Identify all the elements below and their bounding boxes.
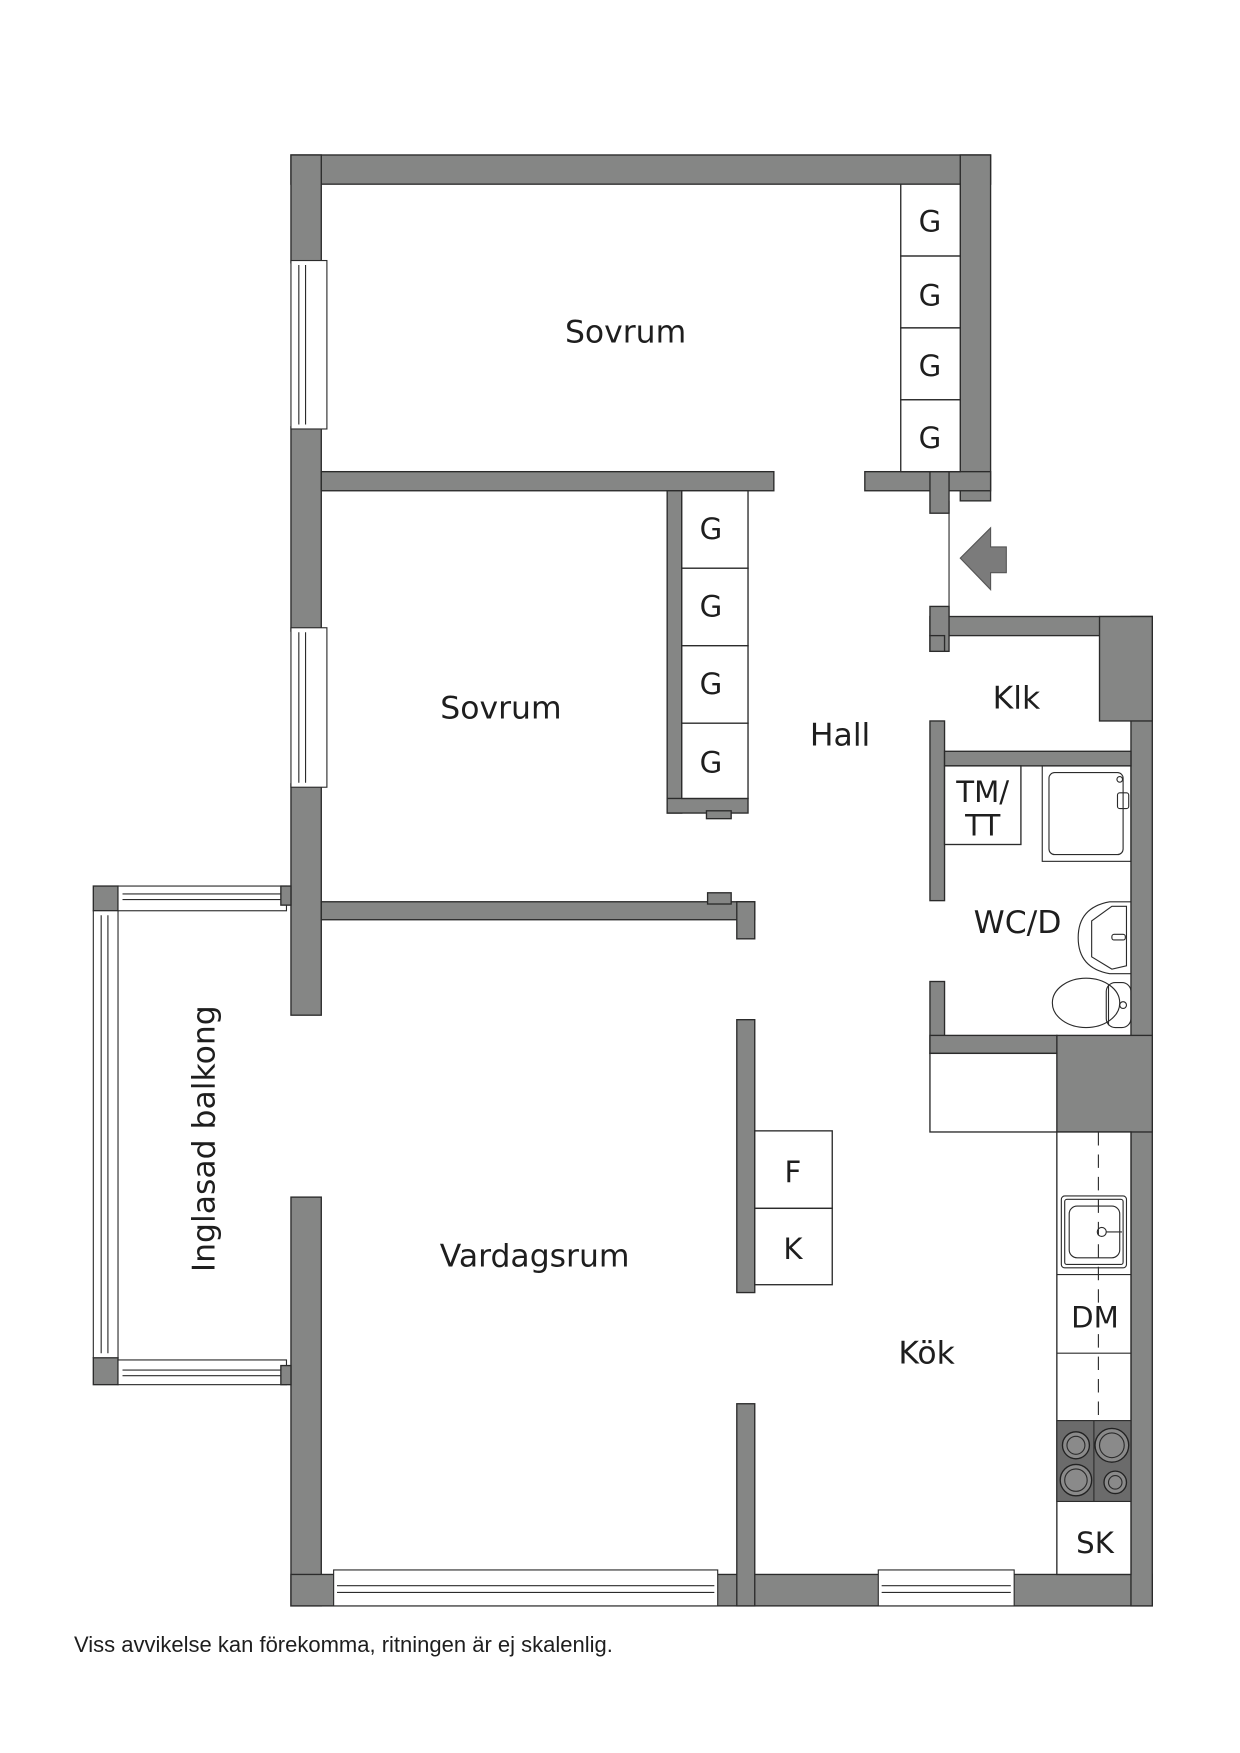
glazed-balcony: [92, 885, 292, 1386]
appliance-label-freezer: K: [783, 1232, 803, 1266]
closet-label: G: [919, 204, 942, 238]
closet-group-sovrum-1: G G G G: [900, 183, 961, 473]
kitchen: [754, 1052, 1132, 1576]
closet-label: G: [919, 278, 942, 312]
bathroom-fixtures: [943, 765, 1132, 1029]
closet-label: G: [700, 746, 723, 780]
room-label-hall: Hall: [810, 718, 870, 754]
shower-icon: [1041, 765, 1132, 862]
closet-label: G: [700, 512, 723, 546]
entrance-arrow-icon: [959, 526, 1007, 591]
room-label-wc-d: WC/D: [974, 905, 1062, 941]
closet-group-sovrum-2: G G G G: [681, 490, 749, 800]
room-label-balkong: Inglasad balkong: [187, 1005, 223, 1272]
toilet-icon: [1051, 977, 1132, 1029]
room-label-klk: Klk: [993, 681, 1041, 717]
closet-label: G: [919, 349, 942, 383]
interior-walls: [320, 470, 1132, 1607]
closet-label: G: [700, 590, 723, 624]
closet-label: G: [700, 667, 723, 701]
outer-walls: [290, 154, 1153, 1607]
room-label-sovrum-1: Sovrum: [565, 315, 686, 351]
washbasin-icon: [1077, 901, 1131, 975]
windows: [290, 259, 1015, 1607]
stove-icon: [1056, 1420, 1132, 1503]
room-label-kok: Kök: [898, 1335, 955, 1371]
disclaimer-text: Viss avvikelse kan förekomma, ritningen …: [74, 1632, 613, 1657]
room-label-tt: TT: [964, 809, 1000, 843]
sink-icon: [1060, 1195, 1128, 1269]
closet-label: G: [919, 421, 942, 455]
room-label-tm: TM/: [955, 775, 1009, 809]
appliance-label-fridge: F: [785, 1156, 802, 1190]
appliance-label-dishwasher: DM: [1071, 1300, 1119, 1334]
room-labels: Sovrum Sovrum Hall Klk TM/ TT WC/D Varda…: [187, 315, 1119, 1561]
room-label-sovrum-2: Sovrum: [440, 691, 561, 727]
room-label-vardagsrum: Vardagsrum: [440, 1239, 630, 1275]
appliance-label-cabinet: SK: [1076, 1526, 1115, 1560]
